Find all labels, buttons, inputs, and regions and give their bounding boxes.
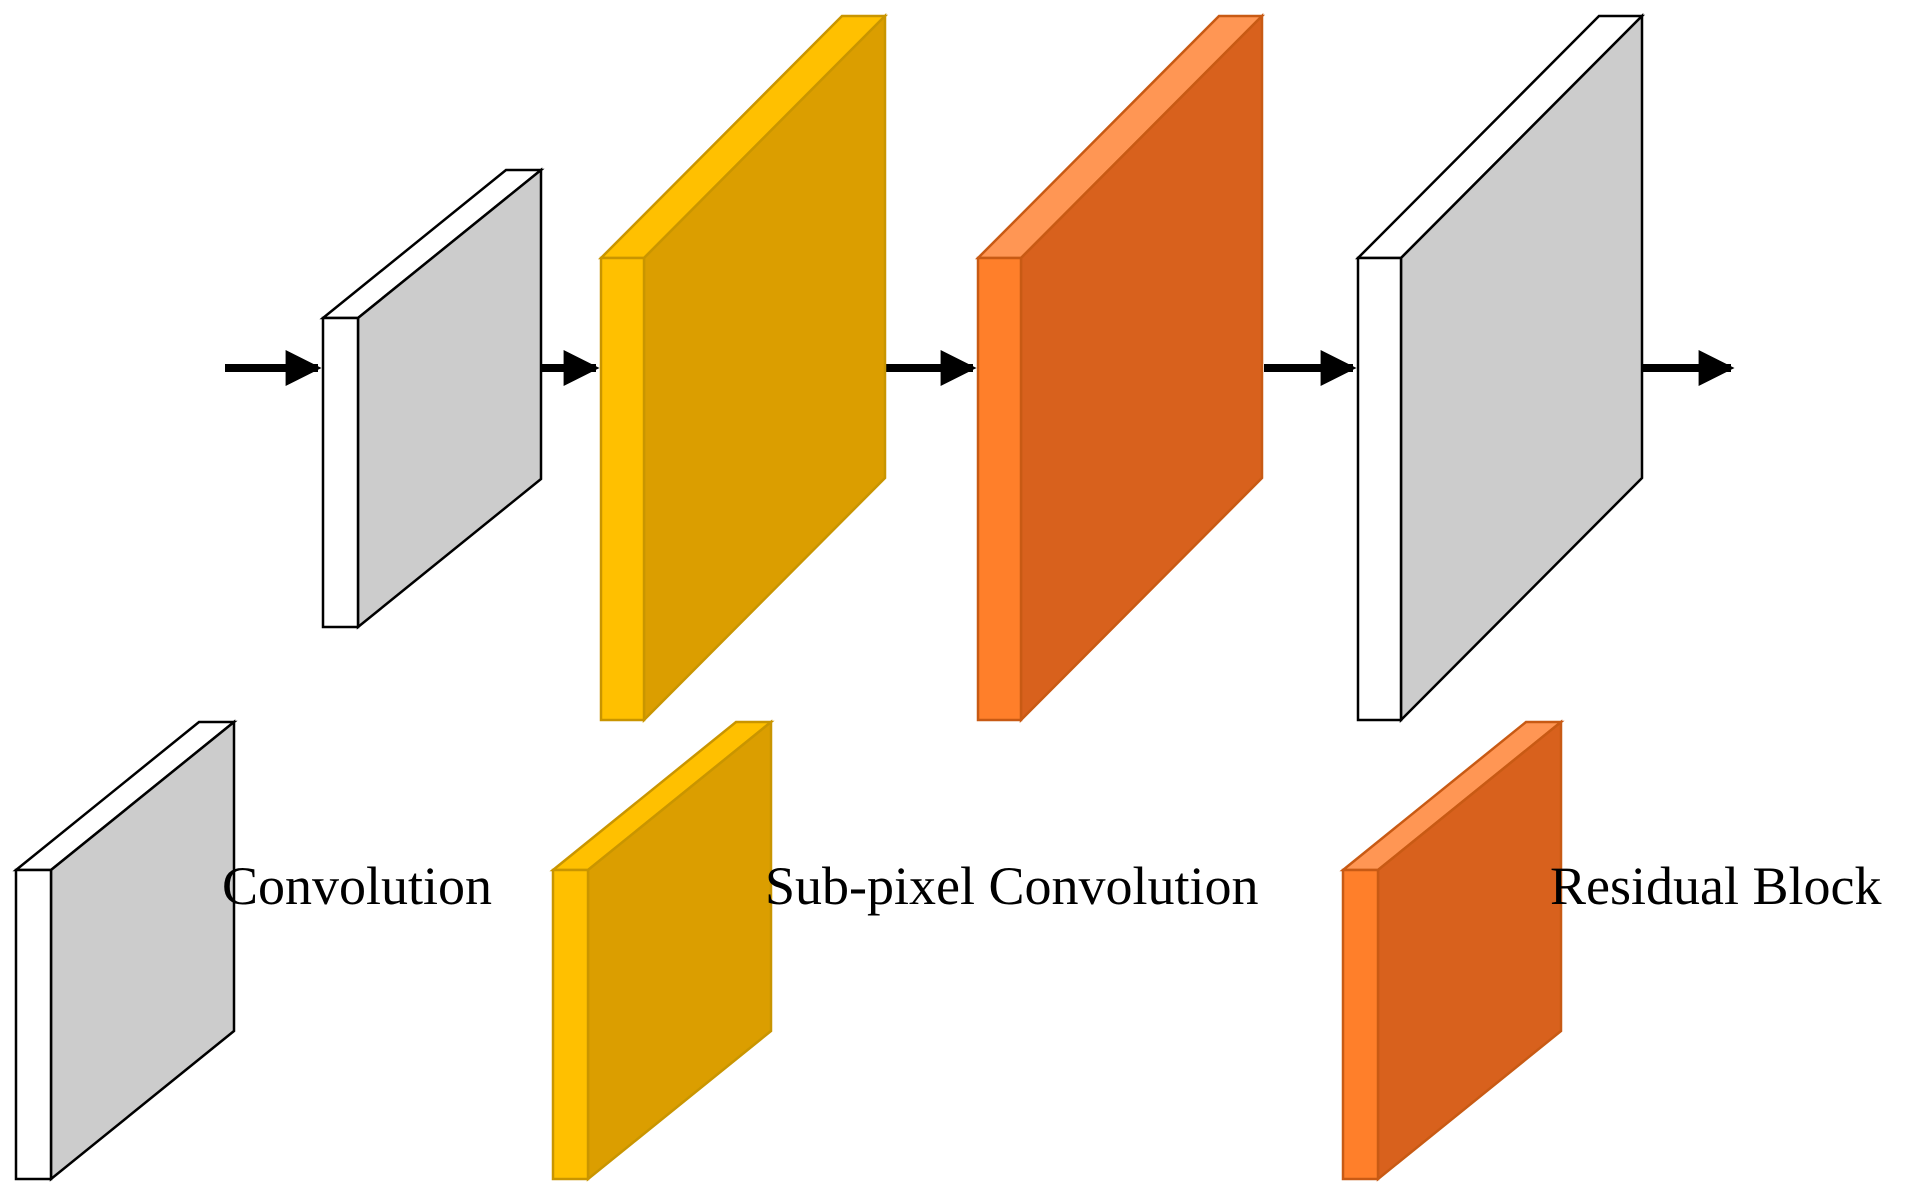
legend-block-residual <box>1339 719 1565 1182</box>
block-front-face <box>1356 256 1403 722</box>
pipeline-block-convolution-1 <box>319 167 545 630</box>
pipeline-block-convolution-2 <box>1354 12 1646 724</box>
legend-label-residual: Residual Block <box>1550 856 1881 916</box>
block-front-face <box>1341 868 1380 1181</box>
block-front-face <box>321 316 360 629</box>
block-front-face <box>599 256 646 722</box>
legend-label-subpixel: Sub-pixel Convolution <box>765 856 1259 916</box>
block-front-face <box>551 868 590 1181</box>
block-front-face <box>14 868 53 1181</box>
legend-label-convolution: Convolution <box>222 856 492 916</box>
pipeline-block-subpixel <box>597 12 889 724</box>
legend-block-convolution <box>12 719 238 1182</box>
block-front-face <box>976 256 1023 722</box>
legend-block-subpixel <box>549 719 775 1182</box>
pipeline-block-residual <box>974 12 1266 724</box>
